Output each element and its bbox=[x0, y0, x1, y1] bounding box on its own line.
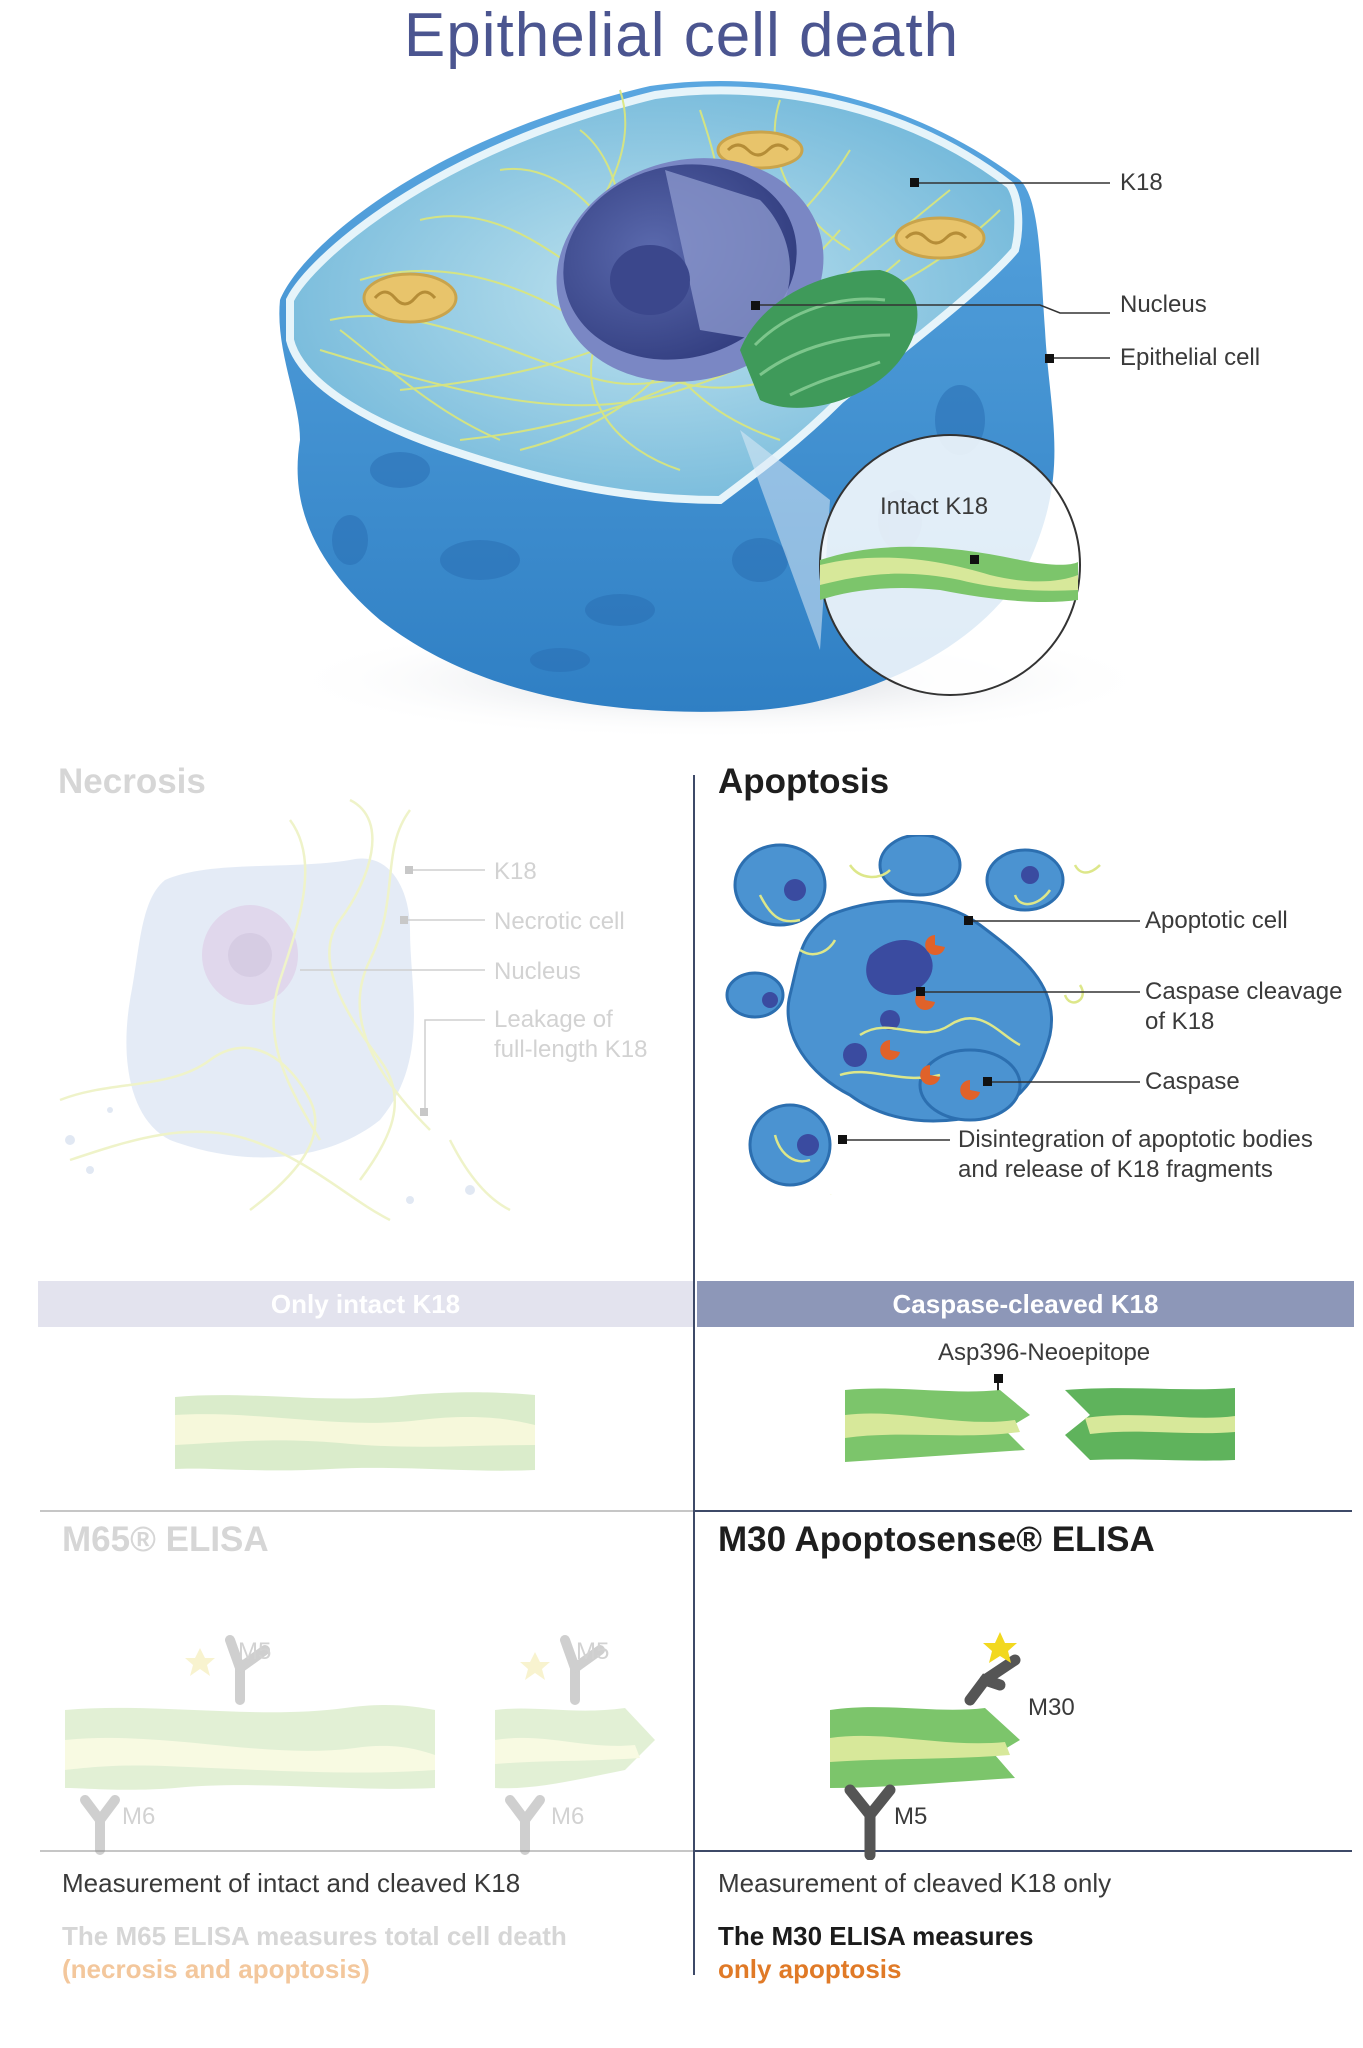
label-caspase-cleavage-2: of K18 bbox=[1145, 1008, 1215, 1035]
m30-measurement: Measurement of cleaved K18 only bbox=[718, 1868, 1112, 1898]
label-intact-k18: Intact K18 bbox=[880, 493, 989, 520]
m30-label-m30: M30 bbox=[1028, 1694, 1075, 1721]
page-title: Epithelial cell death bbox=[403, 1, 960, 70]
necrosis-label-k18: K18 bbox=[494, 858, 537, 885]
epithelial-cell-illustration bbox=[279, 80, 1160, 740]
m30-assay-illustration bbox=[830, 1632, 1021, 1860]
m30-conclusion-2: only apoptosis bbox=[718, 1954, 902, 1984]
necrosis-label-necrotic-cell: Necrotic cell bbox=[494, 908, 625, 935]
necrosis-leader-lines bbox=[300, 866, 485, 1116]
m30-conclusion-1: The M30 ELISA measures bbox=[718, 1921, 1034, 1951]
bar-caspase-cleaved-k18: Caspase-cleaved K18 bbox=[697, 1281, 1354, 1327]
label-nucleus: Nucleus bbox=[1120, 291, 1207, 318]
intact-k18-strand bbox=[175, 1392, 535, 1471]
m30-heading: M30 Apoptosense® ELISA bbox=[718, 1520, 1155, 1559]
m65-assay-illustration bbox=[65, 1635, 655, 1855]
apoptosis-leader-lines bbox=[838, 916, 1140, 1144]
right-divider-1 bbox=[695, 1510, 1352, 1512]
m65-conclusion-2: (necrosis and apoptosis) bbox=[62, 1954, 370, 1984]
left-divider-1 bbox=[40, 1510, 693, 1512]
m65-measurement: Measurement of intact and cleaved K18 bbox=[62, 1868, 521, 1898]
center-divider bbox=[693, 775, 695, 1975]
label-disintegration-1: Disintegration of apoptotic bodies bbox=[958, 1126, 1313, 1153]
m65-label-m5-a: M5 bbox=[238, 1638, 272, 1665]
m65-heading: M65® ELISA bbox=[62, 1520, 269, 1559]
bar-only-intact-k18: Only intact K18 bbox=[38, 1281, 693, 1327]
left-divider-2 bbox=[40, 1850, 693, 1852]
label-asp396-neoepitope: Asp396-Neoepitope bbox=[938, 1339, 1151, 1366]
necrosis-label-nucleus: Nucleus bbox=[494, 958, 581, 985]
m30-label-m5: M5 bbox=[894, 1803, 928, 1830]
label-caspase-cleavage-1: Caspase cleavage bbox=[1145, 978, 1343, 1005]
mitochondria bbox=[362, 130, 986, 324]
necrosis-label-leakage-2: full-length K18 bbox=[494, 1036, 648, 1063]
label-apoptotic-cell: Apoptotic cell bbox=[1145, 907, 1288, 934]
label-k18: K18 bbox=[1120, 169, 1163, 196]
m65-label-m6-a: M6 bbox=[122, 1803, 156, 1830]
apoptotic-cell-illustration bbox=[725, 835, 1101, 1195]
label-epithelial-cell: Epithelial cell bbox=[1120, 344, 1261, 371]
m65-label-m6-b: M6 bbox=[551, 1803, 585, 1830]
necrotic-cell-illustration bbox=[59, 798, 511, 1222]
intact-k18-filament bbox=[820, 546, 1078, 602]
necrosis-label-leakage-1: Leakage of bbox=[494, 1006, 613, 1033]
necrosis-heading: Necrosis bbox=[58, 762, 206, 801]
cleaved-k18-strands bbox=[845, 1374, 1235, 1462]
label-caspase: Caspase bbox=[1145, 1068, 1240, 1095]
m65-label-m5-b: M5 bbox=[576, 1638, 610, 1665]
apoptosis-heading: Apoptosis bbox=[718, 762, 890, 801]
right-divider-2 bbox=[695, 1850, 1352, 1852]
m65-conclusion-1: The M65 ELISA measures total cell death bbox=[62, 1921, 567, 1951]
label-disintegration-2: and release of K18 fragments bbox=[958, 1156, 1273, 1183]
